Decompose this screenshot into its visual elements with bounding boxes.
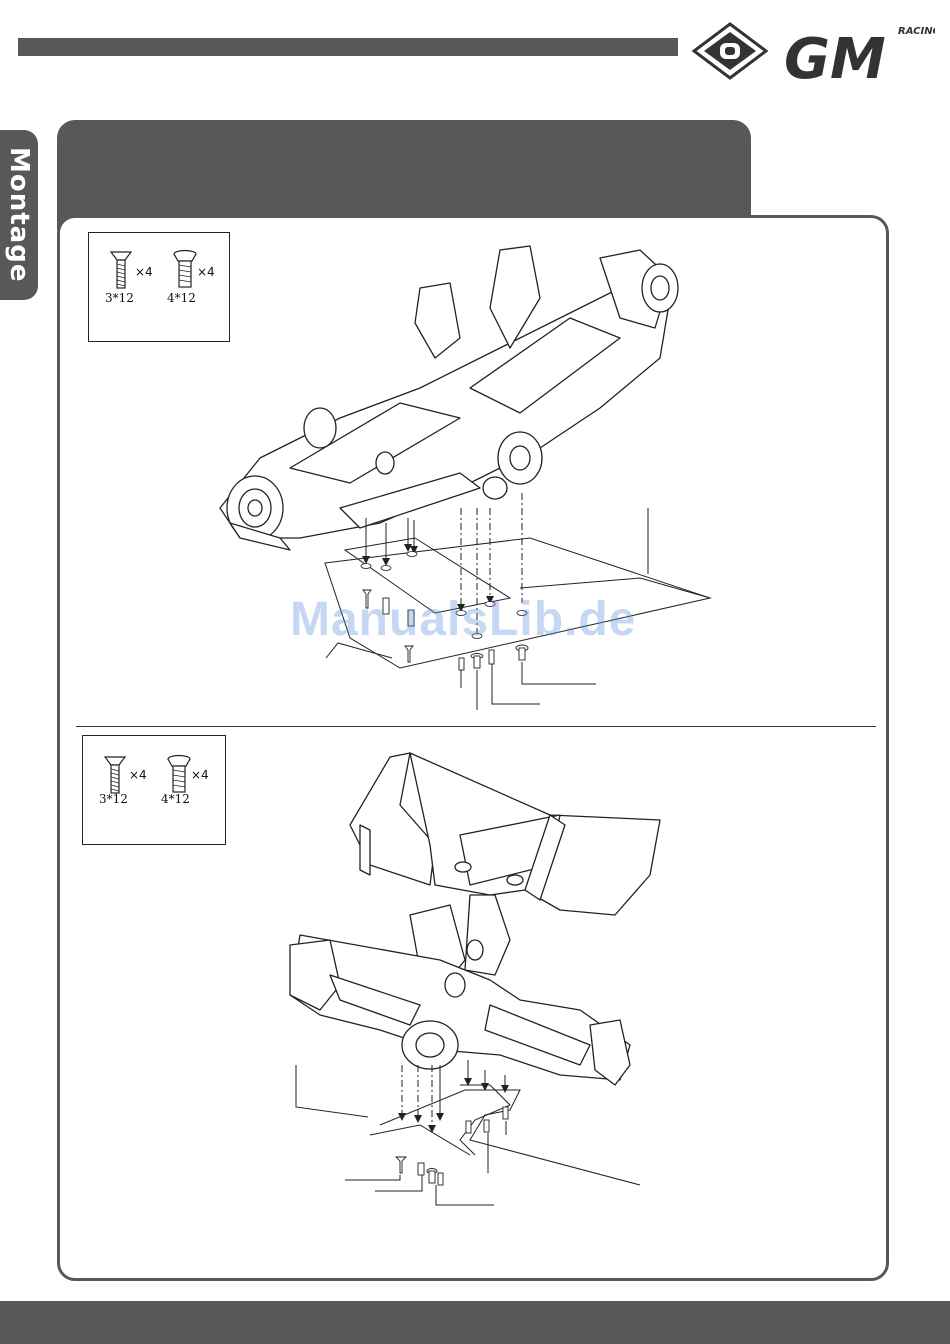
countersunk-screw-icon	[103, 754, 127, 796]
bottom-footer-bar	[0, 1301, 950, 1344]
section-divider	[76, 726, 876, 727]
watermark: ManualsLib.de	[290, 592, 636, 647]
step2-part2-qty: ×4	[191, 768, 209, 782]
gm-text: GM	[784, 27, 886, 82]
step1-part1-size: 3*12	[105, 291, 134, 305]
side-tab-label: Montage	[0, 130, 38, 300]
top-header-bar	[18, 38, 678, 56]
step2-parts-box: ×4 3*12 ×4 4*12	[82, 735, 226, 845]
step2-part1-qty: ×4	[129, 768, 147, 782]
flanged-screw-icon	[173, 249, 197, 291]
step1-part1-qty: ×4	[135, 265, 153, 279]
countersunk-screw-icon	[109, 249, 133, 291]
step2-wing-chassis-diagram	[260, 745, 680, 1215]
step2-part1-size: 3*12	[99, 792, 128, 806]
step2-part2-size: 4*12	[161, 792, 190, 806]
step1-part2-size: 4*12	[167, 291, 196, 305]
flanged-screw-icon	[167, 754, 191, 796]
section-header-panel	[57, 120, 751, 230]
